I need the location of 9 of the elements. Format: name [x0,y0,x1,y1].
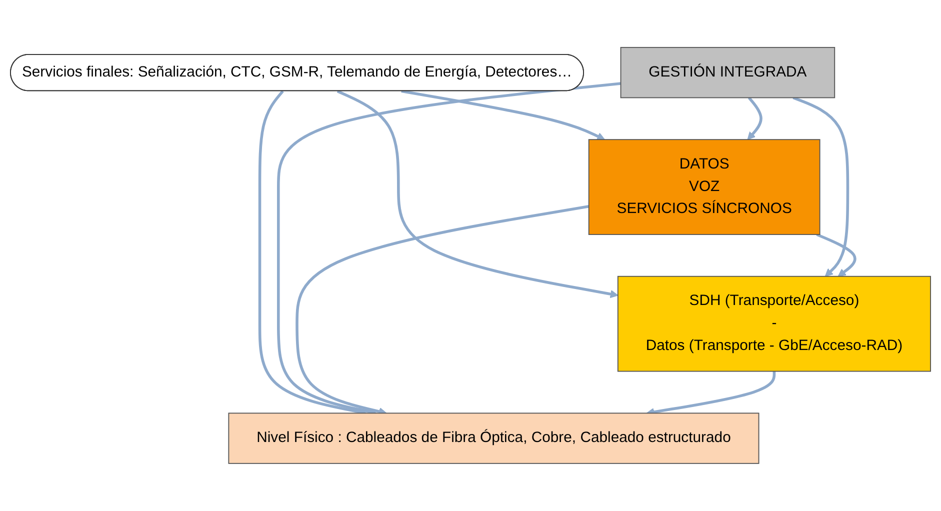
node-box: GESTIÓN INTEGRADA [620,47,836,98]
arrow [792,96,850,277]
node-box: DATOS VOZ SERVICIOS SÍNCRONOS [588,139,820,236]
arrow [816,233,856,277]
node-box: Nivel Físico : Cableados de Fibra Óptica, Cobre, Cableado estructurado [228,412,760,464]
arrow [747,96,762,140]
arrow [336,90,618,298]
arrow [401,90,606,140]
node-box: SDH (Transporte/Acceso) - Datos (Transporte - GbE/Acceso-RAD) [617,276,931,372]
